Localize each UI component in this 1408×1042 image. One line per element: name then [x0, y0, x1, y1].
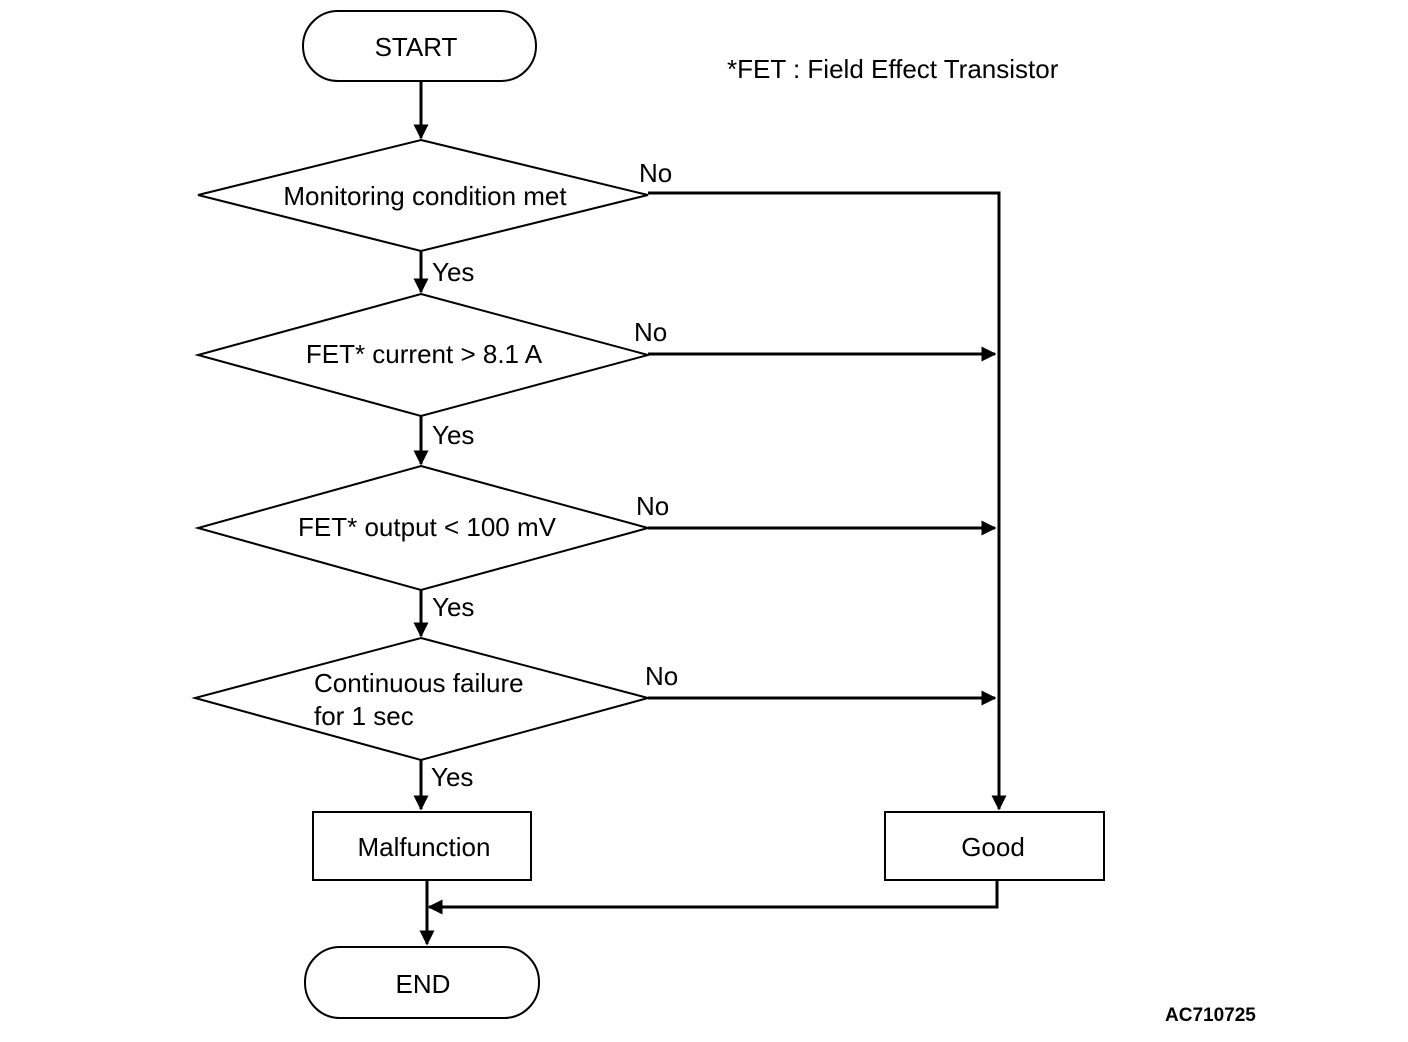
decision-fet-current: FET* current > 8.1 A: [194, 292, 652, 418]
decision-1-text: Monitoring condition met: [283, 181, 567, 211]
start-label: START: [375, 32, 458, 62]
decision-monitoring-condition: Monitoring condition met: [197, 138, 649, 253]
decision-2-text: FET* current > 8.1 A: [306, 339, 543, 369]
decision-4-text-line-1: Continuous failure: [314, 668, 524, 698]
decision-1-yes-label: Yes: [432, 257, 474, 287]
decision-1-no-label: No: [639, 158, 672, 188]
decision-2-no-label: No: [634, 317, 667, 347]
decision-continuous-failure: Continuous failure for 1 sec: [191, 636, 652, 762]
end-terminal: END: [304, 946, 540, 1019]
connector-good-to-end: [427, 880, 999, 915]
decision-2-yes-label: Yes: [432, 420, 474, 450]
decision-4-no-label: No: [645, 661, 678, 691]
decision-4-yes-label: Yes: [431, 762, 473, 792]
decision-3-no-label: No: [636, 491, 669, 521]
malfunction-box: Malfunction: [312, 811, 532, 881]
start-terminal: START: [302, 10, 537, 82]
good-label: Good: [961, 832, 1025, 862]
good-box: Good: [884, 811, 1105, 881]
footnote-text: *FET : Field Effect Transistor: [727, 54, 1059, 84]
end-label: END: [396, 969, 451, 999]
connector-no-to-good: [648, 191, 1007, 811]
decision-3-text: FET* output < 100 mV: [298, 512, 557, 542]
decision-3-yes-label: Yes: [432, 592, 474, 622]
decision-4-text-line-2: for 1 sec: [314, 701, 414, 731]
malfunction-label: Malfunction: [358, 832, 491, 862]
decision-fet-output: FET* output < 100 mV: [194, 464, 652, 592]
figure-id: AC710725: [1165, 1005, 1256, 1026]
